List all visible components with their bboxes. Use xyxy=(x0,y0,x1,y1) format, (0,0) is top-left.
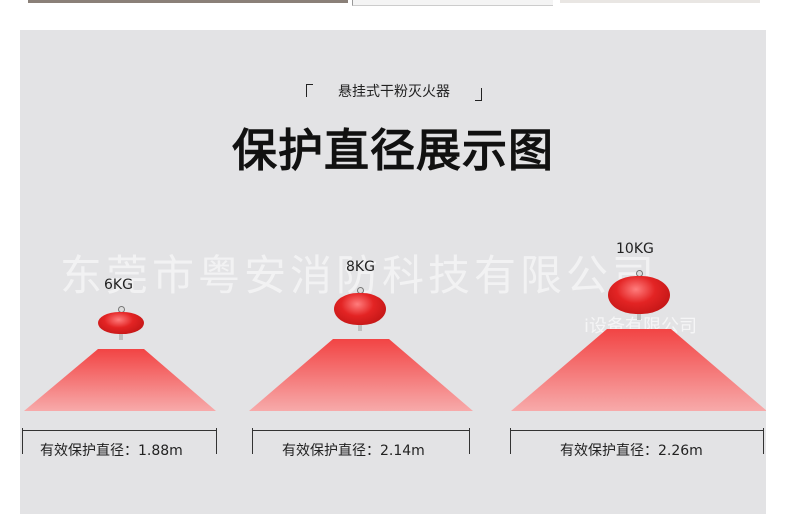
extinguisher-body xyxy=(608,276,670,314)
diameter-measure-8kg xyxy=(252,428,470,454)
product-subtitle: 悬挂式干粉灭火器 xyxy=(338,84,450,100)
top-strip-segment xyxy=(352,0,553,6)
nozzle-icon xyxy=(358,325,362,331)
measure-tick xyxy=(252,428,253,454)
subtitle-frame: 悬挂式干粉灭火器 xyxy=(306,84,482,101)
measure-tick xyxy=(216,428,217,454)
top-strip-segment xyxy=(560,0,760,3)
extinguisher-body xyxy=(98,312,144,334)
top-strip xyxy=(0,0,790,10)
bracket-left xyxy=(306,84,313,97)
cone-shape xyxy=(511,329,766,411)
measure-tick xyxy=(469,428,470,454)
diameter-label-8kg: 有效保护直径：2.14m xyxy=(282,443,425,459)
measure-line xyxy=(510,430,764,431)
nozzle-icon xyxy=(119,334,123,340)
nozzle-icon xyxy=(637,314,641,320)
spray-cone-10kg xyxy=(511,329,766,411)
extinguisher-8kg xyxy=(334,287,386,335)
protection-diagram-panel: 悬挂式干粉灭火器 保护直径展示图 东莞市粤安消防科技有限公司 i设备有限公司 6… xyxy=(20,30,766,514)
extinguisher-10kg xyxy=(608,270,670,324)
measure-line xyxy=(22,430,217,431)
bracket-right xyxy=(475,88,482,101)
extinguisher-body xyxy=(334,293,386,325)
spray-cone-6kg xyxy=(24,349,216,411)
measure-line xyxy=(252,430,470,431)
cone-shape xyxy=(24,349,216,411)
page-title: 保护直径展示图 xyxy=(231,124,554,177)
capacity-label-8kg: 8KG xyxy=(346,259,375,275)
diameter-label-10kg: 有效保护直径：2.26m xyxy=(560,443,703,459)
capacity-label-10kg: 10KG xyxy=(616,241,654,257)
cone-shape xyxy=(249,339,473,411)
diameter-measure-6kg xyxy=(22,428,217,454)
spray-cone-8kg xyxy=(249,339,473,411)
diameter-measure-10kg xyxy=(510,428,764,454)
diameter-label-6kg: 有效保护直径：1.88m xyxy=(40,443,183,459)
measure-tick xyxy=(763,428,764,454)
measure-tick xyxy=(510,428,511,454)
measure-tick xyxy=(22,428,23,454)
top-strip-segment xyxy=(28,0,348,3)
capacity-label-6kg: 6KG xyxy=(104,277,133,293)
extinguisher-6kg xyxy=(98,306,144,344)
